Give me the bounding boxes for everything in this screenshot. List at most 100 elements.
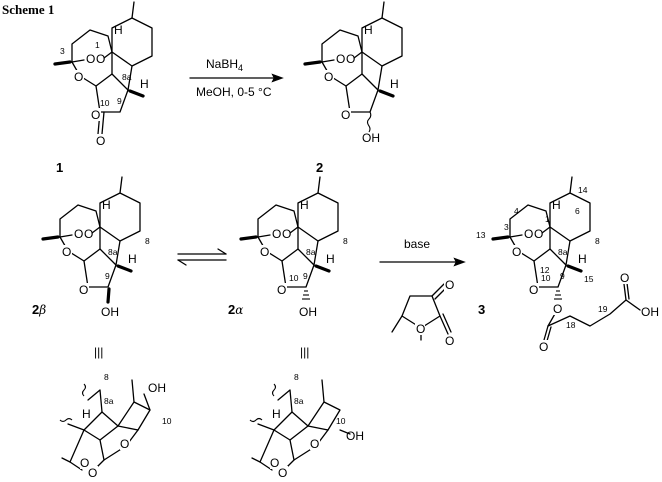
svg-text:O: O: [282, 227, 291, 241]
svg-text:12: 12: [540, 265, 550, 275]
svg-text:8: 8: [104, 372, 109, 382]
svg-text:O: O: [96, 52, 105, 66]
svg-text:OH: OH: [148, 381, 166, 395]
svg-text:8: 8: [145, 236, 150, 246]
svg-text:6: 6: [575, 206, 580, 216]
compound-3-label: 3: [478, 302, 485, 317]
svg-text:O: O: [539, 340, 548, 354]
svg-text:OH: OH: [641, 305, 659, 319]
svg-text:O: O: [86, 52, 95, 66]
compound-1-label: 1: [56, 160, 63, 175]
svg-text:10: 10: [336, 416, 346, 426]
svg-text:O: O: [512, 245, 521, 259]
succinic-anhydride-structure: [391, 283, 448, 341]
svg-text:H: H: [272, 407, 281, 421]
equivalence-2beta: |||: [94, 345, 103, 359]
svg-text:4: 4: [514, 206, 519, 216]
svg-text:O: O: [260, 245, 269, 259]
svg-text:H: H: [300, 198, 309, 212]
svg-text:H: H: [364, 23, 373, 37]
equivalence-2alpha: |||: [300, 345, 309, 359]
svg-text:O: O: [620, 271, 629, 285]
svg-text:8a: 8a: [104, 396, 114, 406]
svg-text:18: 18: [566, 320, 576, 330]
svg-text:O: O: [62, 245, 71, 259]
svg-text:O: O: [120, 437, 129, 451]
svg-text:19: 19: [598, 304, 608, 314]
svg-text:H: H: [82, 407, 91, 421]
svg-text:O: O: [91, 108, 100, 122]
svg-text:1: 1: [95, 40, 100, 50]
svg-text:O: O: [79, 283, 88, 297]
compound-2alpha-label: 2α: [228, 302, 243, 317]
reaction-arrow-1: [189, 73, 284, 83]
svg-text:3: 3: [504, 222, 509, 232]
svg-text:8a: 8a: [294, 396, 304, 406]
svg-text:H: H: [128, 252, 137, 266]
svg-text:8: 8: [343, 236, 348, 246]
compound-3-structure: [491, 176, 641, 342]
svg-text:15: 15: [584, 274, 594, 284]
svg-text:O: O: [553, 302, 562, 316]
svg-text:O: O: [416, 322, 425, 336]
svg-text:14: 14: [578, 185, 588, 195]
svg-text:10: 10: [289, 273, 299, 283]
compound-2alpha-structure: [239, 176, 339, 300]
svg-text:H: H: [552, 198, 561, 212]
svg-text:10: 10: [162, 416, 172, 426]
svg-text:O: O: [341, 108, 350, 122]
svg-text:O: O: [80, 456, 89, 470]
svg-text:H: H: [578, 252, 587, 266]
reagent-nabh4: NaBH4: [206, 57, 243, 73]
svg-text:9: 9: [560, 271, 565, 281]
svg-text:OH: OH: [101, 305, 119, 319]
svg-text:13: 13: [476, 230, 486, 240]
svg-text:H: H: [390, 77, 399, 91]
svg-text:O: O: [272, 227, 281, 241]
svg-text:O: O: [346, 52, 355, 66]
compound-2-structure: [303, 1, 403, 133]
svg-text:3: 3: [60, 46, 65, 56]
equilibrium-arrows: [177, 248, 227, 266]
svg-text:9: 9: [303, 271, 308, 281]
svg-text:O: O: [310, 437, 319, 451]
svg-text:O: O: [529, 283, 538, 297]
svg-text:O: O: [270, 456, 279, 470]
svg-text:O: O: [74, 70, 83, 84]
compound-1-structure: [53, 1, 153, 135]
svg-text:8: 8: [294, 372, 299, 382]
svg-text:O: O: [336, 52, 345, 66]
svg-text:8a: 8a: [108, 247, 118, 257]
compound-2beta-label: 2β: [32, 302, 46, 317]
svg-text:O: O: [88, 466, 97, 480]
svg-text:H: H: [102, 198, 111, 212]
svg-text:8a: 8a: [122, 72, 132, 82]
svg-text:10: 10: [100, 98, 110, 108]
svg-text:8a: 8a: [306, 247, 316, 257]
svg-text:O: O: [96, 134, 105, 148]
svg-text:H: H: [326, 252, 335, 266]
svg-text:8: 8: [595, 236, 600, 246]
svg-text:OH: OH: [362, 131, 380, 145]
svg-text:9: 9: [117, 96, 122, 106]
scheme-title: Scheme 1: [2, 2, 54, 17]
compound-2-label: 2: [316, 160, 323, 175]
svg-text:8a: 8a: [558, 247, 568, 257]
svg-text:9: 9: [105, 271, 110, 281]
svg-text:1: 1: [545, 214, 550, 224]
svg-text:O: O: [278, 466, 287, 480]
svg-text:H: H: [140, 77, 149, 91]
reagent-conditions: MeOH, 0-5 °C: [196, 85, 272, 99]
svg-text:O: O: [84, 227, 93, 241]
svg-text:O: O: [277, 283, 286, 297]
svg-text:O: O: [534, 227, 543, 241]
svg-text:O: O: [324, 70, 333, 84]
svg-text:O: O: [524, 227, 533, 241]
svg-text:10: 10: [541, 273, 551, 283]
reaction-arrow-2: [379, 257, 466, 267]
svg-text:O: O: [445, 278, 454, 292]
svg-text:H: H: [114, 23, 123, 37]
svg-text:OH: OH: [346, 429, 364, 443]
conformer-2beta-structure: [59, 379, 151, 475]
